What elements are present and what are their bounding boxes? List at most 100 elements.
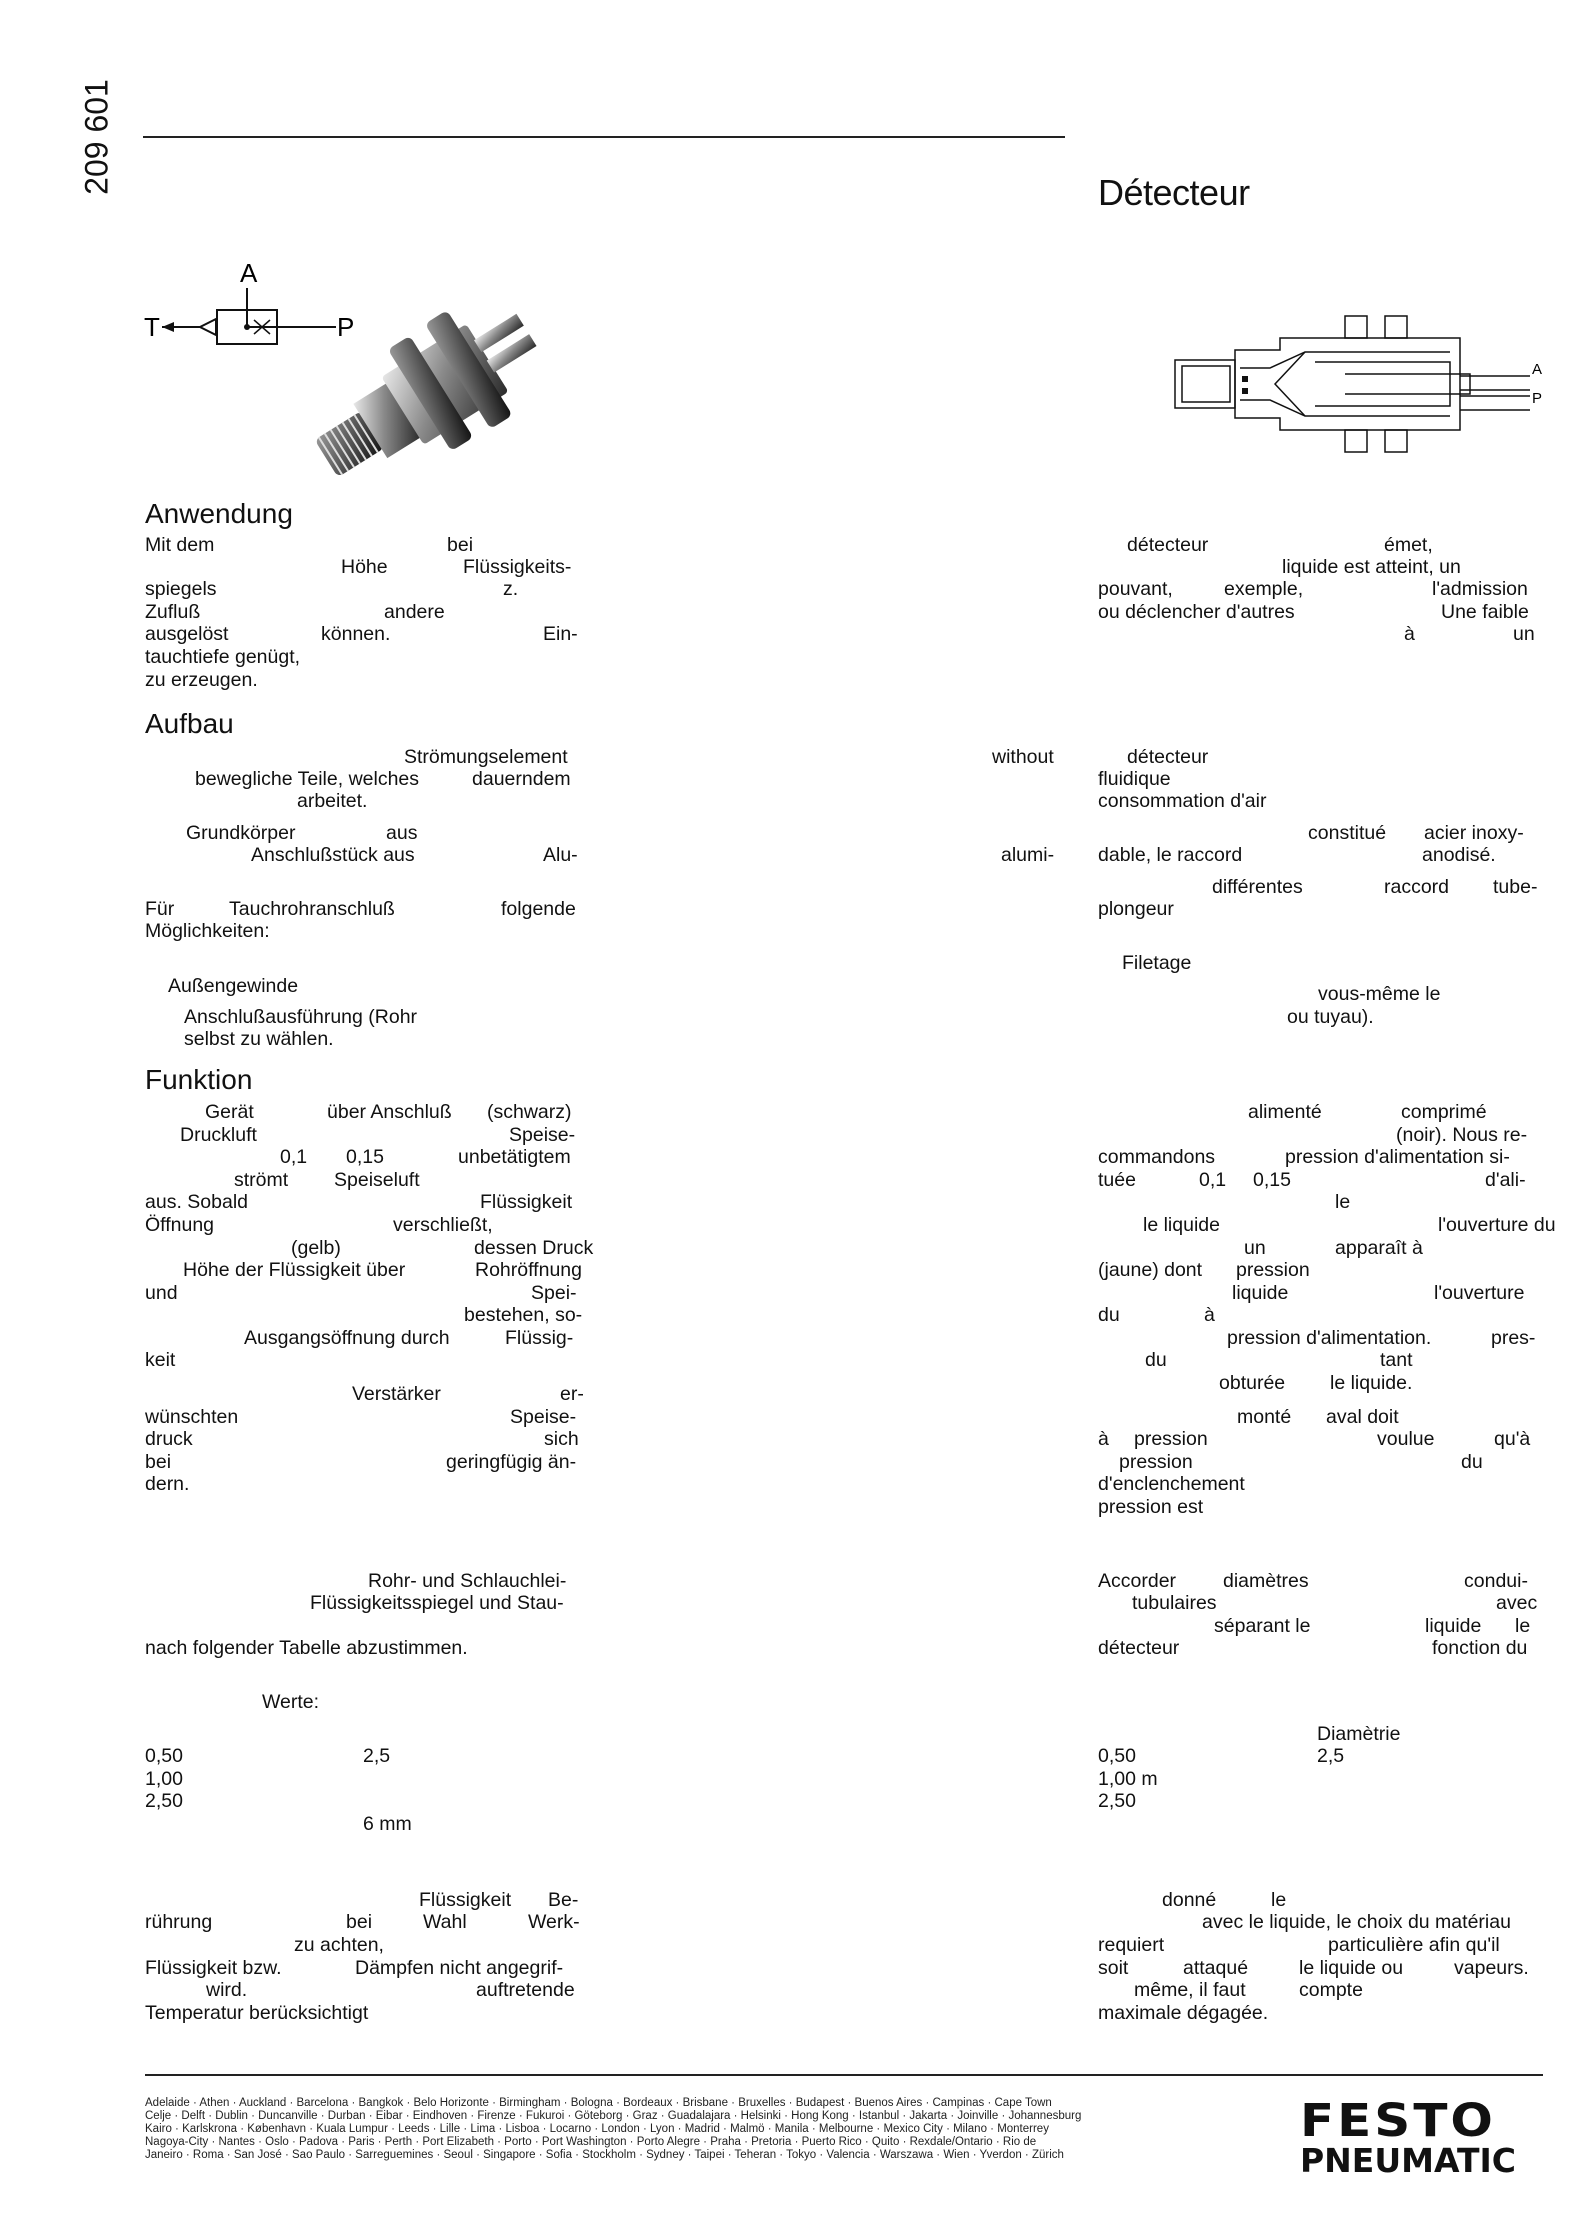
fr-text: particulière afin qu'il <box>1328 1934 1500 1956</box>
de-text: Flüssigkeits- <box>463 556 572 578</box>
fr-text: consommation d'air <box>1098 790 1267 812</box>
fr-text: d'enclenchement <box>1098 1473 1245 1495</box>
pneumatic-symbol: A T P <box>144 258 354 345</box>
fr-text: vous-même le <box>1318 983 1441 1005</box>
fr-text: acier inoxy- <box>1424 822 1524 844</box>
fr-text: détecteur <box>1098 1637 1180 1659</box>
fr-text: voulue <box>1377 1428 1435 1450</box>
de-text: aus <box>386 822 418 844</box>
de-text: Außengewinde <box>168 975 299 997</box>
de-text: Möglichkeiten: <box>145 920 270 942</box>
fr-text: apparaît à <box>1335 1237 1423 1259</box>
city-line: Nagoya-City · Nantes · Oslo · Padova · P… <box>145 2136 1037 2148</box>
fr-text: 0,15 <box>1253 1169 1291 1191</box>
de-text: rührung <box>145 1911 213 1933</box>
de-text: tauchtiefe genügt, <box>145 646 301 668</box>
fr-text: pouvant, <box>1098 578 1173 600</box>
de-text: Anschlußausführung (Rohr <box>184 1006 418 1028</box>
fr-text: avec <box>1496 1592 1538 1614</box>
fr-text: obturée <box>1219 1372 1286 1394</box>
de-text: Tauchrohranschluß <box>229 898 395 920</box>
de-text: Mit dem <box>145 534 215 556</box>
fr-table-cell: 0,50 <box>1098 1745 1136 1767</box>
fr-text: compte <box>1299 1979 1363 2001</box>
fr-text: fonction du <box>1432 1637 1528 1659</box>
fr-text: le liquide. <box>1330 1372 1413 1394</box>
de-text: geringfügig än- <box>446 1451 577 1473</box>
fr-table-header: Diamètrie <box>1317 1723 1401 1745</box>
de-table-cell: 2,50 <box>145 1790 183 1812</box>
city-line: Kairo · Karlskrona · København · Kuala L… <box>145 2123 1049 2135</box>
fr-text: monté <box>1237 1406 1292 1428</box>
de-text: bei <box>346 1911 373 1933</box>
de-text: unbetätigtem <box>458 1146 571 1168</box>
fr-text: diamètres <box>1223 1570 1309 1592</box>
de-text: und <box>145 1282 178 1304</box>
fr-text: raccord <box>1384 876 1450 898</box>
de-text: Gerät <box>205 1101 254 1123</box>
fr-text: ou tuyau). <box>1287 1006 1374 1028</box>
de-text: keit <box>145 1349 176 1371</box>
fr-text: tant <box>1380 1349 1413 1371</box>
fr-text: tube- <box>1493 876 1538 898</box>
de-text: ausgelöst <box>145 623 229 645</box>
fr-text: même, il faut <box>1134 1979 1246 2001</box>
fr-text: commandons <box>1098 1146 1216 1168</box>
fr-text: (noir). Nous re- <box>1396 1124 1528 1146</box>
de-text: verschließt, <box>393 1214 493 1236</box>
de-text: Temperatur berücksichtigt <box>145 2002 369 2024</box>
de-text: Zufluß <box>145 601 201 623</box>
city-line: Adelaide · Athen · Auckland · Barcelona … <box>145 2097 1052 2109</box>
de-text: dauerndem <box>472 768 571 790</box>
fr-text: l'ouverture <box>1434 1282 1525 1304</box>
de-text: z. <box>503 578 519 600</box>
de-text: Ein- <box>543 623 578 645</box>
fr-text: tuée <box>1098 1169 1136 1191</box>
document-number: 209 601 <box>72 62 122 212</box>
de-text: sich <box>544 1428 579 1450</box>
fr-text: maximale dégagée. <box>1098 2002 1269 2024</box>
fr-text: plongeur <box>1098 898 1174 920</box>
heading-funktion: Funktion <box>145 1064 253 1095</box>
de-text: Flüssigkeit <box>419 1889 512 1911</box>
fr-text: anodisé. <box>1422 844 1496 866</box>
de-text: Dämpfen nicht angegrif- <box>355 1957 564 1979</box>
de-text: Speise- <box>509 1124 576 1146</box>
fr-table-cell: 2,5 <box>1317 1745 1345 1767</box>
fr-text: liquide <box>1232 1282 1289 1304</box>
de-text: zu achten, <box>294 1934 384 1956</box>
logo-pneumatic: PNEUMATIC <box>1300 2141 1516 2180</box>
de-text: Werk- <box>528 1911 580 1933</box>
document-number-text: 209 601 <box>78 79 115 195</box>
de-text: bewegliche Teile, welches <box>195 768 420 790</box>
de-text: Be- <box>548 1889 579 1911</box>
stray-text: alumi- <box>1001 844 1055 866</box>
fr-text: du <box>1461 1451 1483 1473</box>
de-text: andere <box>384 601 445 623</box>
de-text: Verstärker <box>352 1383 441 1405</box>
fr-text: pression <box>1236 1259 1310 1281</box>
festo-logo: FESTO PNEUMATIC <box>1300 2098 1545 2177</box>
fr-text: le liquide <box>1143 1214 1220 1236</box>
de-text: folgende <box>501 898 576 920</box>
top-rule <box>143 136 1065 138</box>
section-label-a: A <box>1532 361 1542 378</box>
fr-text: le <box>1515 1615 1531 1637</box>
footer-city-list: Adelaide · Athen · Auckland · Barcelona … <box>145 2097 1081 2162</box>
de-text: (gelb) <box>291 1237 341 1259</box>
de-text: Speise- <box>510 1406 577 1428</box>
fr-text: différentes <box>1212 876 1303 898</box>
de-text: dern. <box>145 1473 190 1495</box>
city-line: Janeiro · Roma · San José · Sao Paulo · … <box>145 2149 1064 2161</box>
fr-text: vapeurs. <box>1454 1957 1529 1979</box>
fr-text: un <box>1513 623 1535 645</box>
fr-text: exemple, <box>1224 578 1304 600</box>
de-text: selbst zu wählen. <box>184 1028 334 1050</box>
de-text: Flüssig- <box>505 1327 574 1349</box>
stray-english-text: without <box>992 746 1054 768</box>
de-text: Rohröffnung <box>475 1259 582 1281</box>
de-text: Wahl <box>423 1911 467 1933</box>
de-text: Druckluft <box>180 1124 257 1146</box>
fr-text: du <box>1098 1304 1120 1326</box>
fr-text: ou déclencher d'autres <box>1098 601 1295 623</box>
